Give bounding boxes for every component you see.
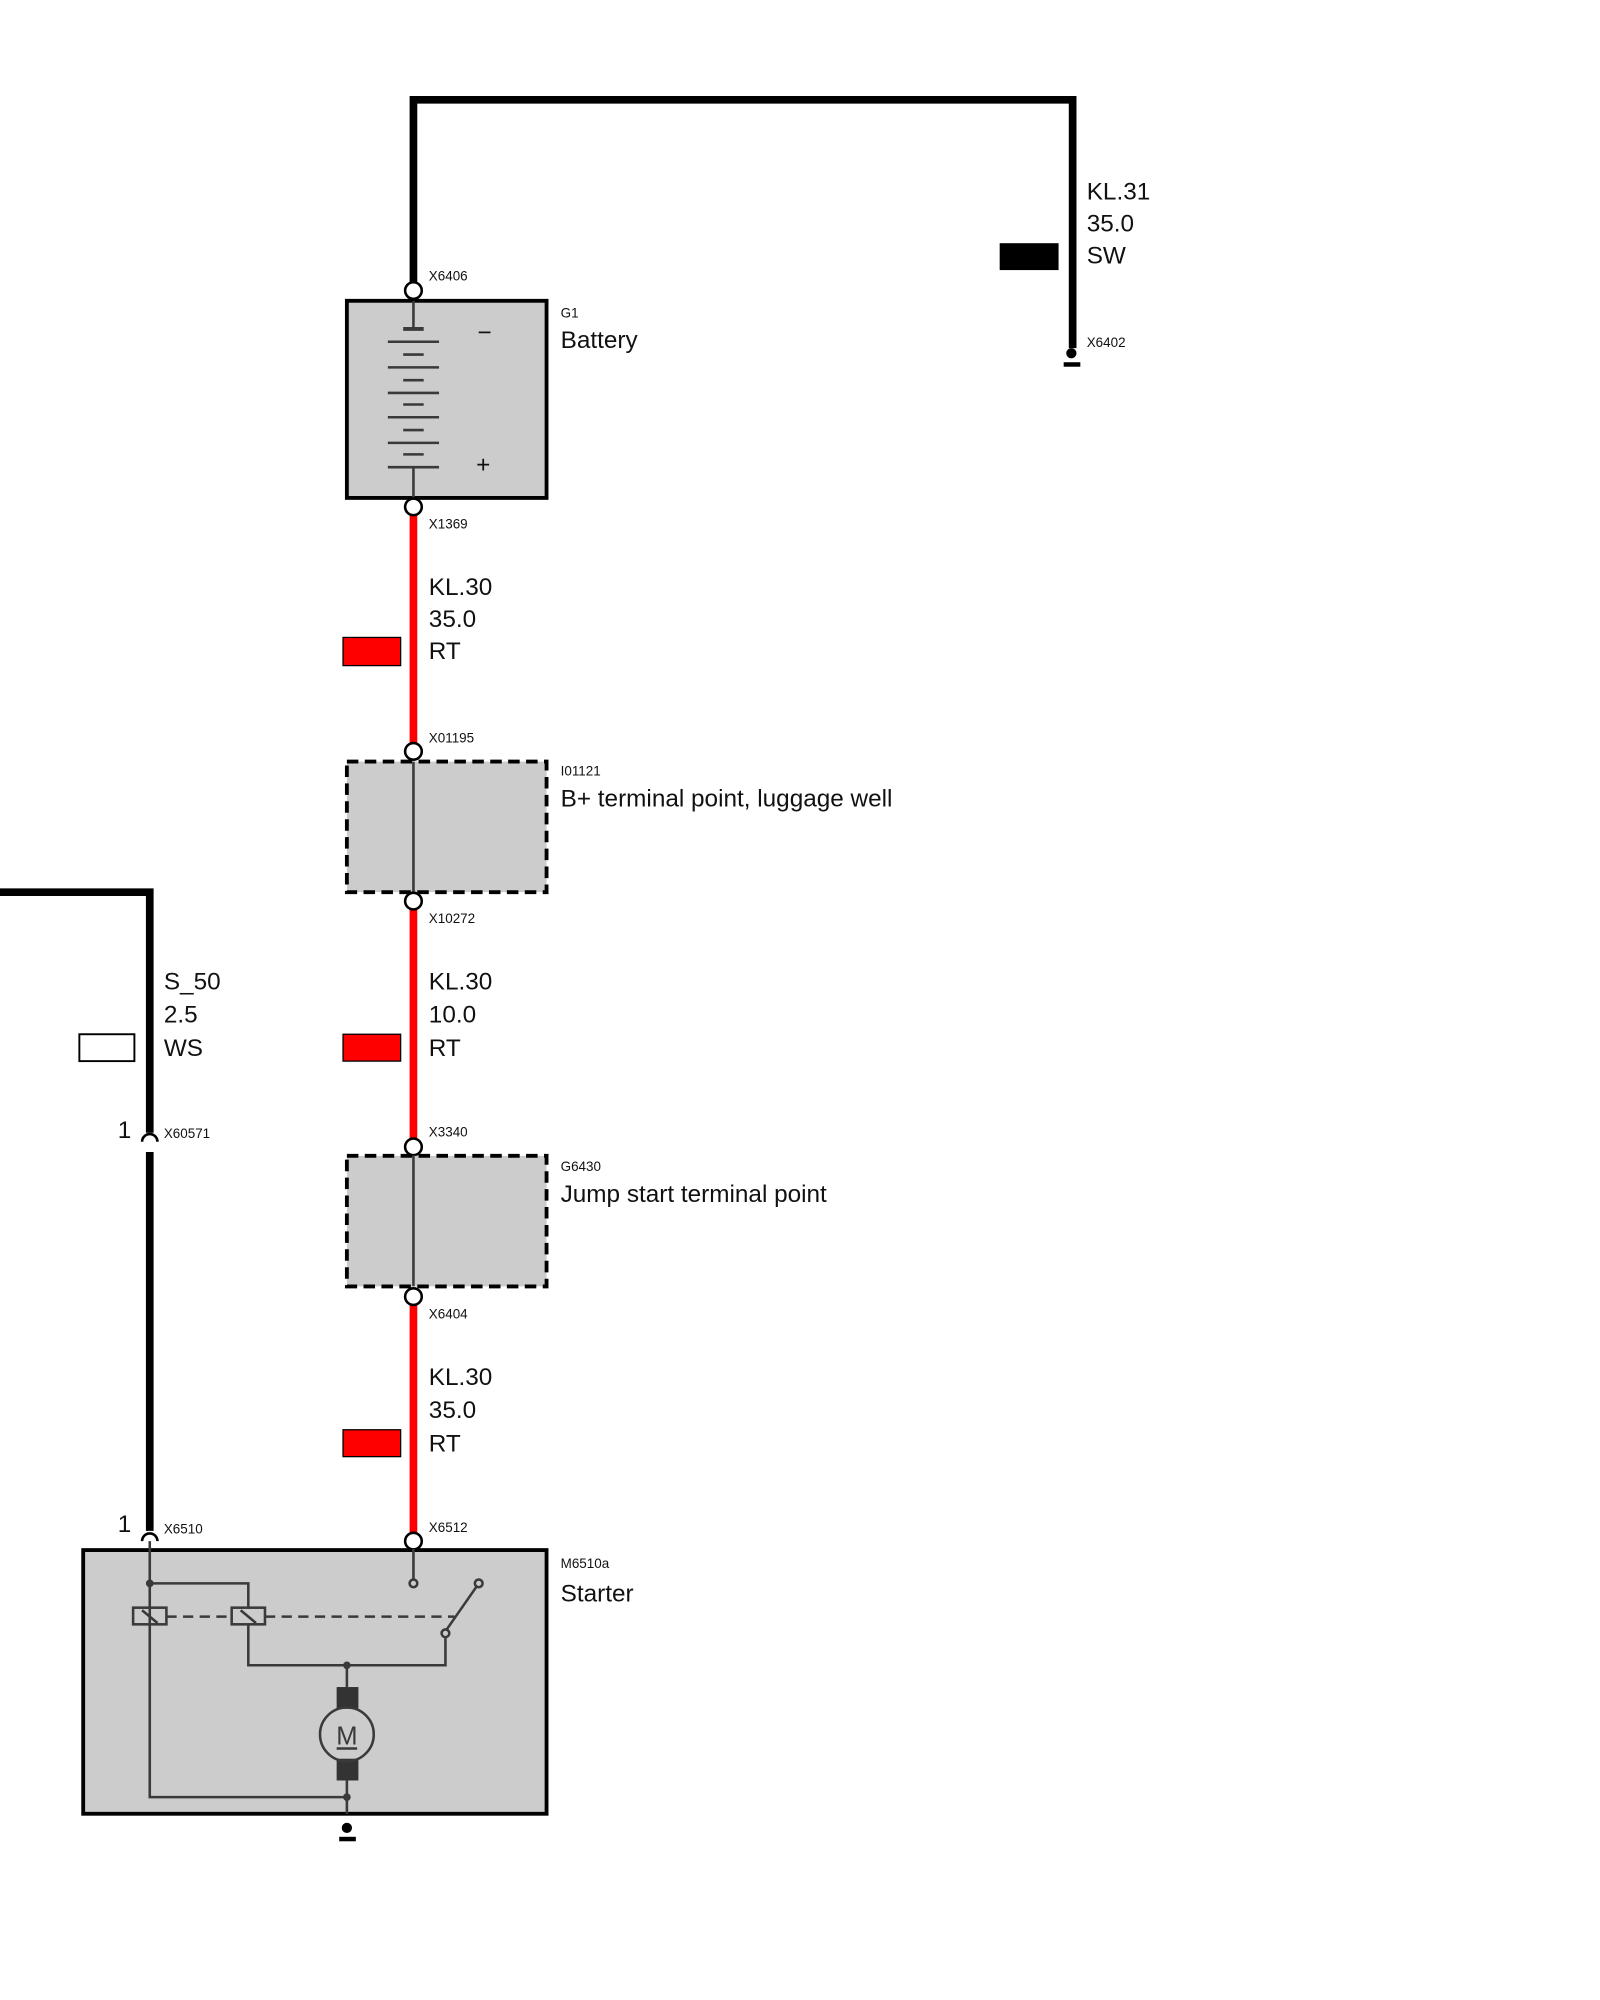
connector-label-x1369: X1369 — [429, 517, 468, 532]
starter-id: M6510a — [561, 1556, 610, 1571]
wire-color-code: RT — [429, 1035, 461, 1062]
connector-x3340[interactable] — [403, 1137, 424, 1157]
starter-component[interactable]: M — [81, 1541, 549, 1816]
connector-label-x10272: X10272 — [429, 911, 475, 926]
motor-symbol: M — [336, 1723, 357, 1751]
connector-label-x6406: X6406 — [429, 268, 468, 283]
wire-terminal: KL.30 — [429, 1364, 493, 1391]
motor-icon: M — [318, 1687, 376, 1781]
wire-cross-section: 35.0 — [429, 606, 476, 633]
terminal-point-name: B+ terminal point, luggage well — [561, 785, 893, 812]
connector-label-x6402: X6402 — [1087, 335, 1126, 350]
wire-terminal-s50: S_50 — [164, 968, 221, 995]
wire-color-code: RT — [429, 1431, 461, 1458]
connector-x6510[interactable] — [140, 1532, 159, 1542]
switch-pivot-icon — [440, 1628, 451, 1639]
battery-cells-icon — [387, 300, 440, 498]
terminal-point-component[interactable] — [344, 759, 549, 895]
ground-icon — [1063, 348, 1081, 367]
wire-color-code: WS — [164, 1035, 203, 1062]
wire-color-code: SW — [1087, 243, 1126, 270]
ground-icon — [339, 1822, 356, 1842]
wire-cross-section: 2.5 — [164, 1002, 198, 1029]
wire-cross-section: 35.0 — [1087, 211, 1134, 238]
starter-internal-circuit: M — [131, 1541, 484, 1814]
wire-color-swatch-red — [342, 1033, 402, 1062]
jump-start-component[interactable] — [344, 1153, 549, 1289]
connector-label-x3340: X3340 — [429, 1125, 468, 1140]
jump-start-id: G6430 — [561, 1159, 601, 1174]
switch-contact-icon — [408, 1578, 419, 1589]
wire-color-swatch-red — [342, 1429, 402, 1458]
connector-label-x6510: X6510 — [164, 1521, 203, 1536]
switch-contact-icon — [473, 1578, 484, 1589]
wire-cross-section: 10.0 — [429, 1002, 476, 1029]
jump-start-name: Jump start terminal point — [561, 1181, 827, 1208]
connector-label-x6512: X6512 — [429, 1520, 468, 1535]
connector-x60571[interactable] — [140, 1132, 159, 1142]
connector-x6512[interactable] — [403, 1531, 424, 1551]
connector-label-x60571: X60571 — [164, 1126, 210, 1141]
battery-component[interactable]: − + — [344, 298, 549, 500]
wire-terminal: KL.30 — [429, 574, 493, 601]
connector-x6406[interactable] — [403, 280, 424, 301]
wire-terminal-kl31: KL.31 — [1087, 179, 1151, 206]
wire-color-swatch-white — [78, 1033, 136, 1063]
terminal-point-id: I01121 — [561, 764, 601, 779]
wire-color-swatch-red — [342, 636, 402, 667]
connector-x10272[interactable] — [403, 891, 424, 911]
battery-plus-symbol: + — [476, 451, 490, 478]
battery-minus-symbol: − — [477, 319, 491, 346]
battery-id: G1 — [561, 305, 579, 320]
wire-s50-black[interactable] — [0, 888, 154, 1133]
wire-color-code: RT — [429, 638, 461, 665]
pin-number: 1 — [118, 1511, 132, 1538]
connector-label-x01195: X01195 — [429, 730, 474, 745]
wire-cross-section: 35.0 — [429, 1397, 476, 1424]
wire-kl31-black[interactable] — [409, 96, 1077, 349]
connector-x6404[interactable] — [403, 1287, 424, 1307]
pin-number: 1 — [118, 1117, 132, 1144]
battery-name: Battery — [561, 327, 639, 354]
starter-name: Starter — [561, 1580, 634, 1607]
connector-x1369[interactable] — [403, 497, 424, 517]
wire-color-swatch-black — [999, 243, 1059, 271]
connector-x01195[interactable] — [403, 741, 424, 761]
connector-label-x6404: X6404 — [429, 1306, 468, 1321]
wire-terminal: KL.30 — [429, 968, 493, 995]
